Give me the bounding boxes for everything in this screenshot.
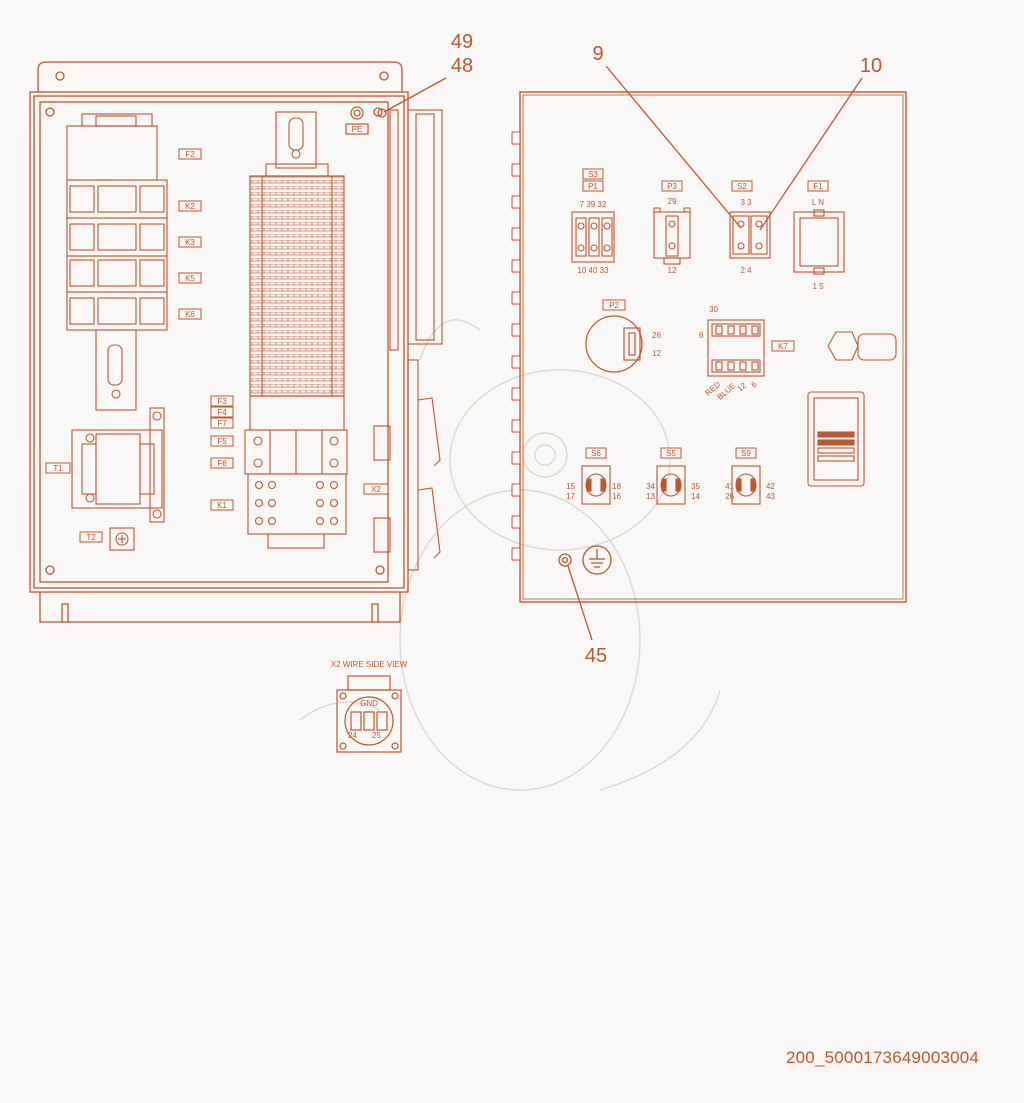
- x2-pin-25: 25: [372, 731, 381, 740]
- label-f3: F3: [217, 397, 227, 406]
- label-pe: PE: [352, 125, 363, 134]
- label-f7: F7: [217, 419, 227, 428]
- k7-12: 12: [736, 381, 749, 394]
- label-t2: T2: [86, 533, 96, 542]
- label-f1: F1: [813, 182, 823, 191]
- s5-l1: 34: [646, 482, 655, 491]
- p3-bottom: 12: [668, 266, 677, 275]
- switch-p3: [653, 207, 691, 265]
- label-p3: P3: [667, 182, 677, 191]
- s6-l1: 15: [566, 482, 575, 491]
- small-labels-k: [178, 148, 202, 320]
- t1-tag: [45, 462, 71, 474]
- switch-p1: [571, 211, 615, 263]
- label-k1: K1: [217, 501, 227, 510]
- f1-top: L N: [812, 198, 824, 207]
- s6-r1: 18: [612, 482, 621, 491]
- callout-48: 48: [451, 55, 473, 77]
- door-tags: [582, 168, 829, 459]
- potentiometer-t2: [109, 527, 135, 551]
- cable-gland: [827, 331, 897, 361]
- k7-6: 6: [750, 379, 760, 389]
- switch-s2: [729, 211, 771, 259]
- s5-r2: 14: [691, 492, 700, 501]
- label-f5: F5: [217, 437, 227, 446]
- transformer-t1: [71, 407, 165, 523]
- pushbutton-s5: [656, 465, 686, 505]
- label-k6: K6: [185, 310, 195, 319]
- label-k3: K3: [185, 238, 195, 247]
- x2-connector: [336, 675, 402, 753]
- s9-r1: 42: [766, 482, 775, 491]
- k7-top: 30: [709, 305, 718, 314]
- label-s5: S5: [666, 449, 676, 458]
- label-f4: F4: [217, 408, 227, 417]
- x2-pin-24: 24: [348, 731, 357, 740]
- label-s9: S9: [741, 449, 751, 458]
- leader-9: [605, 65, 742, 229]
- document-id: 200_5000173649003004: [786, 1048, 980, 1067]
- fuse-labels: [210, 395, 234, 511]
- callout-49: 49: [451, 31, 473, 53]
- screw-48: [377, 108, 387, 118]
- s2-bottom: 2 4: [740, 266, 752, 275]
- label-f6: F6: [217, 459, 227, 468]
- ground-icon: [558, 545, 612, 575]
- label-s6: S6: [591, 449, 601, 458]
- label-k2: K2: [185, 202, 195, 211]
- label-x2: X2: [371, 485, 381, 494]
- s9-l1: 41: [725, 482, 734, 491]
- callout-10: 10: [860, 55, 882, 77]
- info-plate: [807, 391, 865, 487]
- p1-bottom: 10 40 33: [577, 266, 609, 275]
- label-t1: T1: [53, 464, 63, 473]
- pushbutton-s9: [731, 465, 761, 505]
- door-hinges: [511, 131, 521, 561]
- leader-45: [567, 565, 593, 641]
- leader-10: [759, 77, 863, 231]
- x2-tag: [363, 483, 389, 495]
- callout-9: 9: [592, 43, 603, 65]
- k7-left: 6: [699, 331, 704, 340]
- x2-gnd: GND: [360, 699, 378, 708]
- label-s3: S3: [588, 170, 598, 179]
- x2-view-title: X2 WIRE SIDE VIEW: [331, 660, 408, 669]
- s6-l2: 17: [566, 492, 575, 501]
- label-p1: P1: [588, 182, 598, 191]
- p2-a: 26: [652, 331, 661, 340]
- s5-r1: 35: [691, 482, 700, 491]
- s2-top: 3 3: [740, 198, 752, 207]
- s9-r2: 43: [766, 492, 775, 501]
- label-k7: K7: [778, 342, 788, 351]
- p2-b: 12: [652, 349, 661, 358]
- leader-48: [383, 77, 447, 113]
- mount-hole-left: [55, 71, 65, 81]
- terminal-strip: [244, 111, 348, 549]
- s5-l2: 13: [646, 492, 655, 501]
- p1-top: 7 39 32: [580, 200, 607, 209]
- door-panel: [519, 91, 907, 603]
- pushbutton-s6: [581, 465, 611, 505]
- gauge-p2: [585, 315, 643, 373]
- s9-l2: 26: [725, 492, 734, 501]
- label-f2: F2: [185, 150, 195, 159]
- s6-r2: 16: [612, 492, 621, 501]
- callout-45: 45: [585, 645, 607, 667]
- fuse-f1: [793, 209, 845, 275]
- t2-tag: [79, 531, 103, 543]
- label-s2: S2: [737, 182, 747, 191]
- f1-bottom: 1 5: [812, 282, 824, 291]
- label-k5: K5: [185, 274, 195, 283]
- relay-k7: [707, 319, 765, 377]
- label-p2: P2: [609, 301, 619, 310]
- contactor-stack: [66, 113, 168, 411]
- side-wire-duct: [373, 109, 443, 571]
- p3-top: 29: [668, 197, 677, 206]
- watermark-dragon: [299, 319, 721, 791]
- pe-ground: [345, 106, 369, 135]
- mount-hole-right: [379, 71, 389, 81]
